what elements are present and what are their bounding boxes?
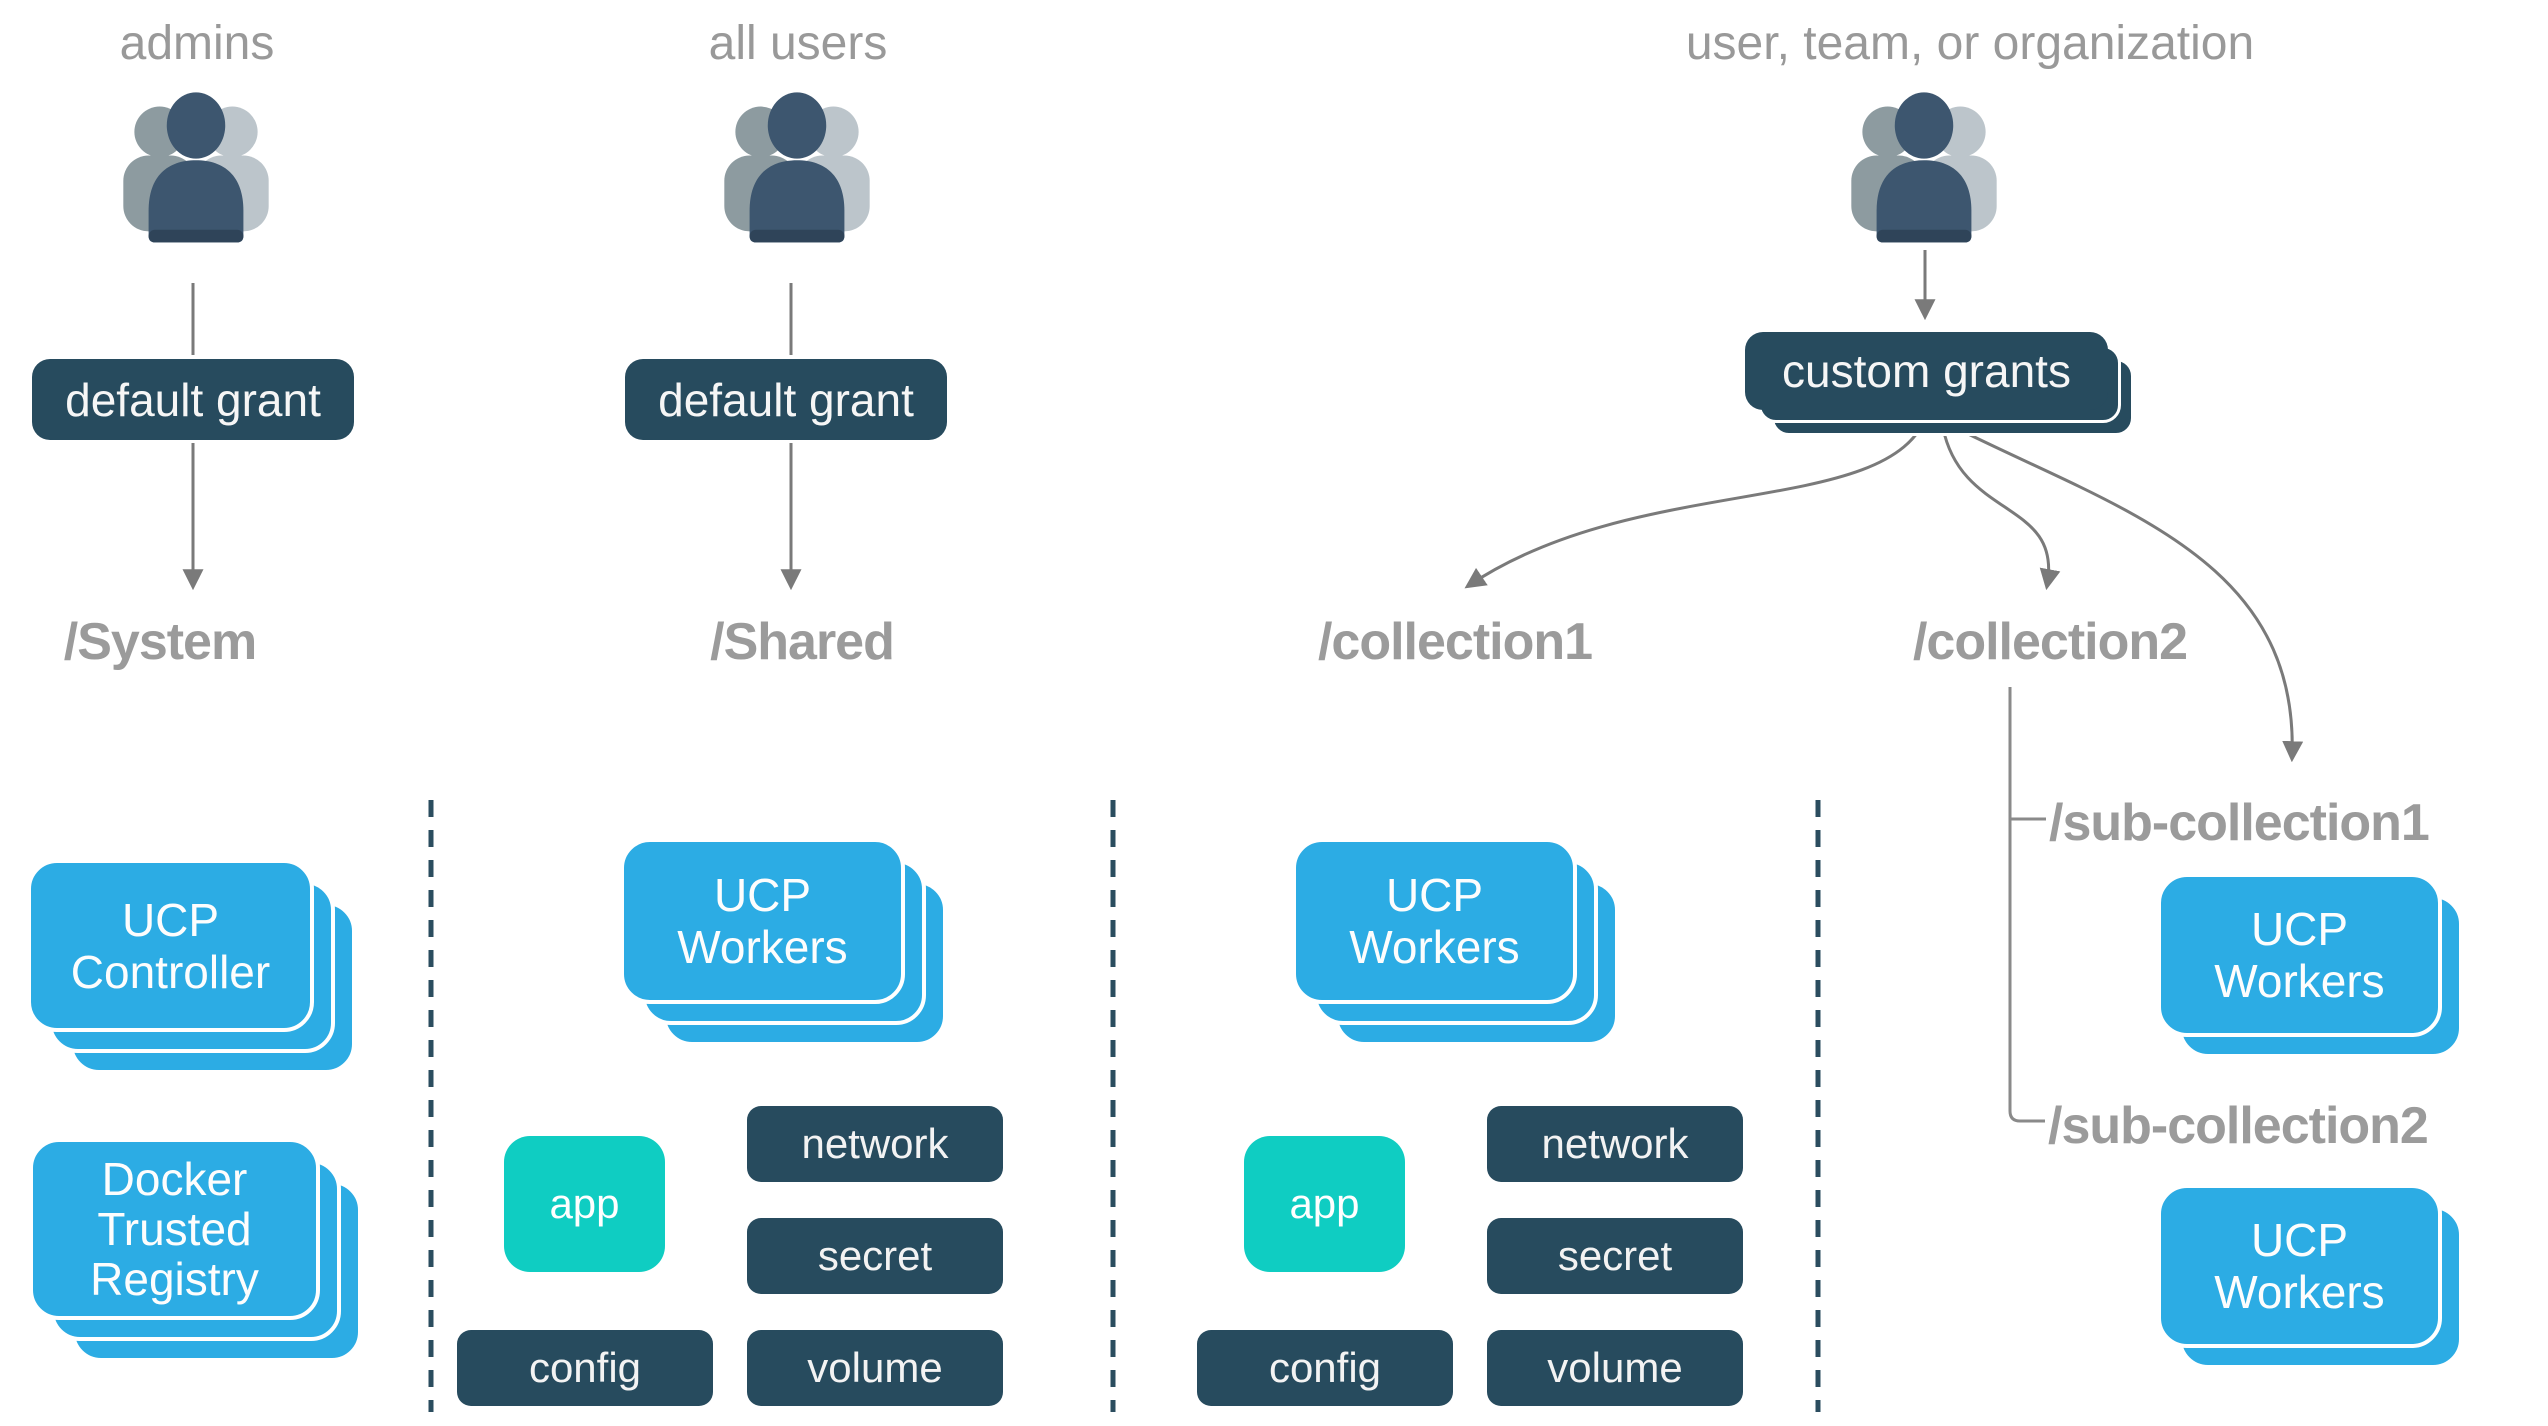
resource-label: config <box>1268 1344 1382 1391</box>
path-label-sub-collection2: /sub-collection2 <box>2048 1097 2429 1155</box>
resource-label: secret <box>817 1232 933 1279</box>
group-label-all-users: all users <box>708 17 888 70</box>
custom-grants-box: custom grants <box>1745 332 2108 410</box>
arrow-custom-grants-to-sub-collection1 <box>1955 426 2304 763</box>
node-label-line: Workers <box>677 921 848 973</box>
resource-label: volume <box>1547 1344 1683 1391</box>
resource-config-collection1: config <box>1197 1330 1453 1406</box>
node-label-line: UCP <box>121 893 220 946</box>
resource-label: network <box>1541 1120 1689 1167</box>
users-icon-all-users <box>724 92 870 243</box>
default-grant-label: default grant <box>658 373 914 426</box>
resource-network-collection1: network <box>1487 1106 1743 1182</box>
node-label-line: UCP <box>2250 903 2349 955</box>
node-ucp-workers-sub2: UCP Workers <box>2157 1184 2442 1348</box>
node-ucp-controller: UCP Controller <box>27 859 314 1032</box>
node-label-line: Registry <box>90 1253 259 1305</box>
resource-secret-shared: secret <box>747 1218 1003 1294</box>
default-grant-label: default grant <box>65 373 321 426</box>
node-ucp-workers-shared: UCP Workers <box>620 838 905 1004</box>
node-label-line: UCP <box>1385 869 1484 921</box>
path-label-collection2: /collection2 <box>1912 613 2188 671</box>
node-label-line: Docker <box>101 1153 248 1205</box>
node-label-line: Workers <box>2214 955 2385 1007</box>
resource-volume-collection1: volume <box>1487 1330 1743 1406</box>
node-label-line: Trusted <box>97 1203 252 1255</box>
path-label-shared: /Shared <box>710 613 895 671</box>
arrow-custom-grants-to-collection2 <box>1941 427 2061 591</box>
resource-secret-collection1: secret <box>1487 1218 1743 1294</box>
default-grant-box-admins: default grant <box>32 359 354 440</box>
resource-label: config <box>528 1344 642 1391</box>
resource-app-shared: app <box>504 1136 665 1272</box>
group-label-user-team-org: user, team, or organization <box>1685 17 2255 70</box>
node-label-line: UCP <box>713 869 812 921</box>
node-label-line: Workers <box>1349 921 1520 973</box>
resource-app-collection1: app <box>1244 1136 1405 1272</box>
resource-volume-shared: volume <box>747 1330 1003 1406</box>
resource-label: app <box>1289 1180 1360 1227</box>
resource-label: app <box>549 1180 620 1227</box>
node-ucp-workers-collection1: UCP Workers <box>1292 838 1577 1004</box>
resource-config-shared: config <box>457 1330 713 1406</box>
group-label-admins: admins <box>119 17 275 70</box>
path-label-system: /System <box>63 613 257 671</box>
users-icon-admins <box>123 92 269 243</box>
resource-label: secret <box>1557 1232 1673 1279</box>
node-label-line: UCP <box>2250 1214 2349 1266</box>
resource-label: volume <box>807 1344 943 1391</box>
tree-line-collection2-to-sub2 <box>2008 687 2045 1123</box>
resource-label: network <box>801 1120 949 1167</box>
path-label-sub-collection1: /sub-collection1 <box>2049 794 2430 852</box>
path-label-collection1: /collection1 <box>1317 613 1593 671</box>
node-dtr: Docker Trusted Registry <box>29 1138 320 1320</box>
node-label-line: Workers <box>2214 1266 2385 1318</box>
arrow-custom-grants-to-collection1 <box>1464 411 1930 589</box>
users-icon-user-team-org <box>1851 92 1997 243</box>
node-ucp-workers-sub1: UCP Workers <box>2157 873 2442 1037</box>
default-grant-box-all-users: default grant <box>625 359 947 440</box>
resource-network-shared: network <box>747 1106 1003 1182</box>
custom-grants-label: custom grants <box>1782 345 2071 397</box>
node-label-line: Controller <box>70 945 271 998</box>
